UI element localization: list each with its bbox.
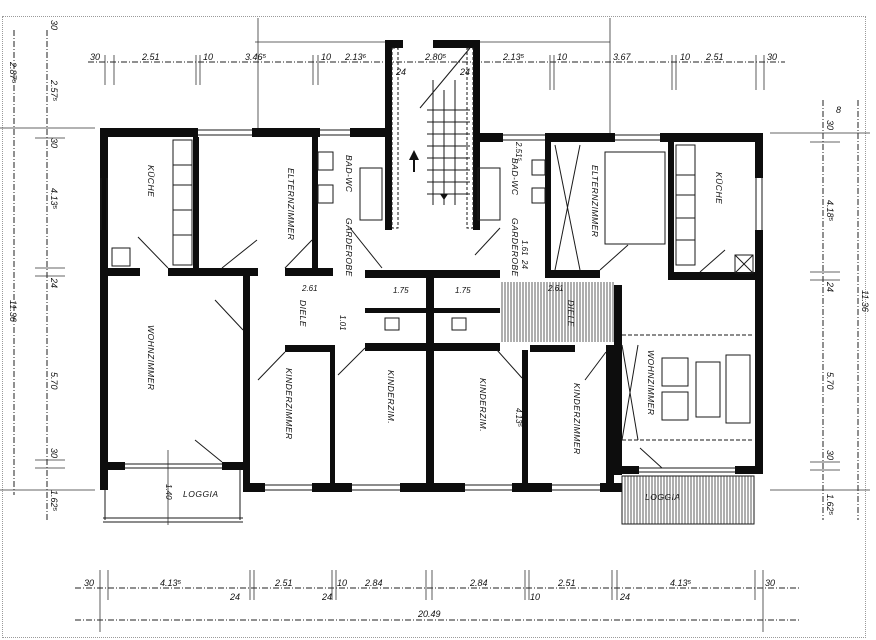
dim-text: 2.80⁵ xyxy=(424,52,447,62)
room-label-kinderzimmer-4: KINDERZIMMER xyxy=(572,383,582,455)
dim-text: 2.87⁵ xyxy=(8,61,18,84)
dim-text: 10 xyxy=(337,578,347,588)
dim-text: 1.62⁵ xyxy=(49,490,59,512)
room-label-loggia-right: LOGGIA xyxy=(645,492,681,502)
dim-text: 10 xyxy=(530,592,540,602)
dim-text: 24 xyxy=(619,592,630,602)
dim-text: 10 xyxy=(203,52,213,62)
dim-text: 2.13⁵ xyxy=(502,52,525,62)
loggia-left xyxy=(103,450,243,525)
dim-text: 2.61 xyxy=(547,284,564,293)
interior-dimensions: 2.51⁵ 1.61 24 2.61 1.01 1.75 1.75 2.61 1… xyxy=(164,141,564,500)
dim-text: 30 xyxy=(825,120,835,130)
left-dimensions: 2.87⁵ 11.36 30 2.57⁵ 30 4.13⁵ 24 5.70 30… xyxy=(8,20,59,512)
diele-right-hatched-floor xyxy=(500,282,615,342)
room-label-kinderzim-3: KINDERZIM. xyxy=(478,378,488,432)
staircase xyxy=(391,47,474,229)
dim-text: 30 xyxy=(49,20,59,30)
dim-text: 2.61 xyxy=(301,284,318,293)
room-label-kueche-right: KÜCHE xyxy=(714,172,724,204)
dim-text: 2.57⁵ xyxy=(49,79,59,102)
room-label-loggia-left: LOGGIA xyxy=(183,489,219,499)
room-label-elternzimmer-left: ELTERNZIMMER xyxy=(286,168,296,240)
dim-text: 8 xyxy=(836,105,841,115)
dim-text: 4.13⁵ xyxy=(49,188,59,210)
windows xyxy=(100,129,763,491)
loggia-right xyxy=(621,475,755,525)
dim-text: 24 xyxy=(825,281,835,292)
dim-text: 2.84 xyxy=(364,578,383,588)
dim-text: 30 xyxy=(84,578,94,588)
dim-text: 10 xyxy=(680,52,690,62)
dim-text: 11.36 xyxy=(860,290,870,312)
dim-text: 24 xyxy=(520,259,529,269)
room-label-garderobe-left: GARDEROBE xyxy=(344,218,354,277)
dim-text: 2.51 xyxy=(274,578,293,588)
right-dimensions: 8 11.36 30 4.18⁵ 24 5.70 30 1.62⁵ xyxy=(825,105,870,516)
dim-text: 1.61 xyxy=(520,240,529,256)
dim-text: 30 xyxy=(765,578,775,588)
dim-text: 2.51⁵ xyxy=(514,141,523,162)
dim-text: 24 xyxy=(459,67,470,77)
dim-text: 2.51 xyxy=(557,578,576,588)
room-labels: KÜCHE ELTERNZIMMER BAD-WC GARDEROBE DIEL… xyxy=(146,155,724,502)
stair-up-arrow-icon xyxy=(409,150,419,172)
dim-text: 2.84 xyxy=(469,578,488,588)
dim-text: 10 xyxy=(557,52,567,62)
dim-text: 2.51 xyxy=(705,52,724,62)
dim-text: 24 xyxy=(229,592,240,602)
room-label-wohnzimmer-right: WOHNZIMMER xyxy=(646,350,656,415)
room-label-kinderzimmer-1: KINDERZIMMER xyxy=(284,368,294,440)
room-label-elternzimmer-right: ELTERNZIMMER xyxy=(590,165,600,237)
dim-text: 3.67 xyxy=(613,52,632,62)
dim-text: 30 xyxy=(49,138,59,148)
room-label-wohnzimmer-left: WOHNZIMMER xyxy=(146,325,156,390)
room-label-kueche-left: KÜCHE xyxy=(146,165,156,197)
dim-text: 24 xyxy=(395,67,406,77)
room-label-diele-right: DIELE xyxy=(566,300,576,327)
dim-text: 1.75 xyxy=(455,286,471,295)
room-label-garderobe-right: GARDEROBE xyxy=(510,218,520,277)
stair-down-arrow-icon xyxy=(440,194,448,200)
dim-text: 5.70 xyxy=(49,372,59,390)
dim-text: 4.13⁵ xyxy=(670,578,692,588)
bottom-dimensions: 30 4.13⁵ 24 2.51 10 2.84 24 2.84 10 2.51… xyxy=(84,578,775,619)
dim-text: 3.46⁵ xyxy=(245,52,267,62)
dim-text: 24 xyxy=(321,592,332,602)
dim-text: 4.13⁵ xyxy=(514,408,523,428)
dim-text: 30 xyxy=(767,52,777,62)
dim-text: 30 xyxy=(90,52,100,62)
dim-text: 1.75 xyxy=(393,286,409,295)
dim-text: 1.01 xyxy=(338,315,347,331)
fixtures xyxy=(111,139,754,469)
dim-text-total: 20.49 xyxy=(417,609,441,619)
dim-text: 1.62⁵ xyxy=(825,494,835,516)
top-dimensions: 30 2.51 10 3.46⁵ 10 2.13⁶ 24 2.80⁵ 24 2.… xyxy=(90,52,777,77)
room-label-bad-wc-right: BAD-WC xyxy=(510,158,520,196)
dimension-lines xyxy=(0,18,870,632)
dim-text: 5.70 xyxy=(825,372,835,390)
dim-text: 4.18⁵ xyxy=(825,200,835,222)
dim-text: 2.51 xyxy=(141,52,160,62)
dim-text: 4.13⁵ xyxy=(160,578,182,588)
room-label-bad-wc-left: BAD-WC xyxy=(344,155,354,193)
walls xyxy=(100,40,763,492)
dim-text: 11.36 xyxy=(8,300,18,322)
dim-text: 10 xyxy=(321,52,331,62)
dim-text: 30 xyxy=(49,448,59,458)
room-label-diele-left: DIELE xyxy=(298,300,308,327)
room-label-kinderzim-2: KINDERZIM. xyxy=(386,370,396,424)
dim-text: 30 xyxy=(825,450,835,460)
dim-text: 24 xyxy=(49,277,59,288)
dim-text: 2.13⁶ xyxy=(344,52,367,62)
dim-text: 1.40 xyxy=(164,484,173,500)
